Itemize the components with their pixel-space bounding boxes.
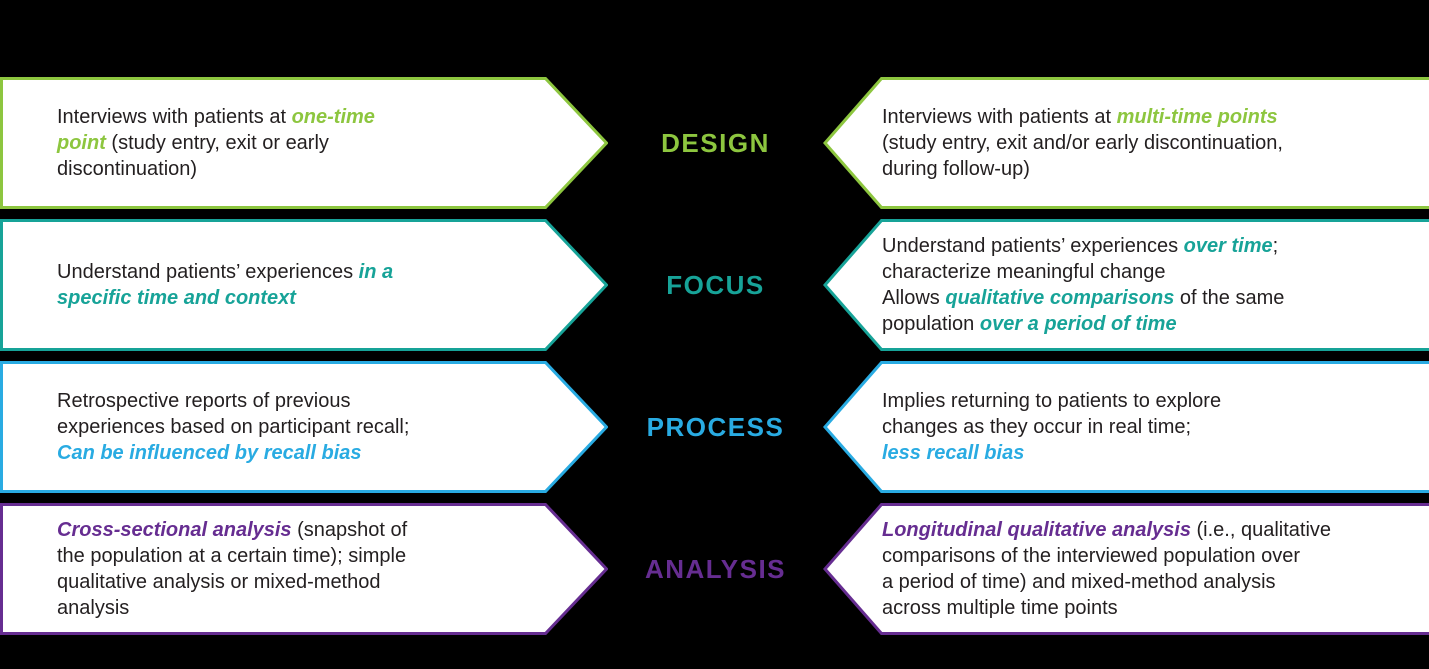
right-arrow-shape bbox=[0, 219, 608, 351]
design-left-text: Interviews with patients at one-time poi… bbox=[57, 106, 375, 180]
left-arrow-shape bbox=[823, 77, 1429, 209]
focus-right-arrow-box bbox=[823, 219, 1429, 351]
focus-left-arrow-box bbox=[0, 219, 608, 351]
right-arrow-shape bbox=[0, 503, 608, 635]
design-label-wrap: DESIGN bbox=[608, 77, 823, 209]
row-label-design: DESIGN bbox=[661, 127, 770, 158]
right-arrow-shape bbox=[0, 361, 608, 493]
process-right-text: Implies returning to patients to explore… bbox=[882, 390, 1222, 464]
left-arrow-shape bbox=[823, 219, 1429, 351]
row-process: Retrospective reports of previous experi… bbox=[0, 361, 1429, 493]
analysis-label-wrap: ANALYSIS bbox=[608, 503, 823, 635]
row-label-analysis: ANALYSIS bbox=[644, 553, 787, 584]
design-right-text: Interviews with patients at multi-time p… bbox=[882, 106, 1283, 180]
row-label-process: PROCESS bbox=[646, 411, 785, 442]
row-label-focus: FOCUS bbox=[666, 269, 765, 300]
row-analysis: Cross-sectional analysis (snapshot of th… bbox=[0, 503, 1429, 635]
right-arrow-shape bbox=[0, 77, 608, 209]
analysis-right-text: Longitudinal qualitative analysis (i.e.,… bbox=[882, 519, 1332, 619]
analysis-right-arrow-box bbox=[823, 503, 1429, 635]
row-focus: Understand patients’ experiences in a sp… bbox=[0, 219, 1429, 351]
process-label-wrap: PROCESS bbox=[608, 361, 823, 493]
design-right-arrow-box bbox=[823, 77, 1429, 209]
focus-label-wrap: FOCUS bbox=[608, 219, 823, 351]
process-left-text: Retrospective reports of previous experi… bbox=[57, 390, 410, 464]
analysis-left-text: Cross-sectional analysis (snapshot of th… bbox=[57, 519, 408, 619]
focus-right-text: Understand patients’ experiences over ti… bbox=[882, 235, 1285, 335]
analysis-left-arrow-box bbox=[0, 503, 608, 635]
left-arrow-shape bbox=[823, 361, 1429, 493]
process-left-arrow-box bbox=[0, 361, 608, 493]
row-design: Interviews with patients at one-time poi… bbox=[0, 77, 1429, 209]
process-right-arrow-box bbox=[823, 361, 1429, 493]
focus-left-text: Understand patients’ experiences in a sp… bbox=[57, 261, 394, 309]
design-left-arrow-box bbox=[0, 77, 608, 209]
left-arrow-shape bbox=[823, 503, 1429, 635]
